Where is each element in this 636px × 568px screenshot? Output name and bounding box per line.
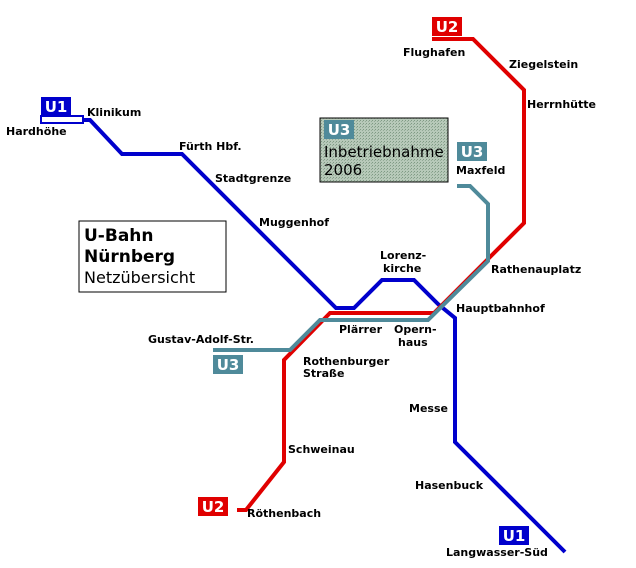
map-title-box: U-Bahn Nürnberg Netzübersicht	[78, 220, 227, 293]
u1-badge-bottom: U1	[499, 526, 529, 545]
title-line1: U-Bahn	[84, 226, 154, 246]
u2-line	[237, 37, 526, 512]
u2-badge-bottom: U2	[198, 497, 228, 516]
u3-badge-maxfeld: U3	[457, 142, 487, 161]
svg-text:U3: U3	[217, 356, 240, 374]
u2-badge-top: U2	[432, 17, 462, 36]
station-roethenbach: Röthenbach	[247, 507, 321, 520]
station-schweinau: Schweinau	[288, 443, 355, 456]
u1-line	[56, 118, 567, 554]
station-herrnhuette: Herrnhütte	[527, 98, 596, 111]
u1-badge-top: U1	[41, 97, 71, 116]
title-line3: Netzübersicht	[84, 268, 195, 287]
station-hardhoehe: Hardhöhe	[6, 125, 67, 138]
station-messe: Messe	[409, 402, 448, 415]
svg-text:U3: U3	[328, 121, 351, 139]
u1-terminus-marker	[40, 115, 84, 124]
station-hauptbahnhof: Hauptbahnhof	[456, 302, 545, 315]
station-opernhaus-1: Opern-	[394, 323, 437, 336]
svg-text:2006: 2006	[324, 161, 362, 179]
station-ziegelstein: Ziegelstein	[509, 58, 578, 71]
u3-opening-info-box: U3 Inbetriebnahme 2006	[319, 117, 449, 183]
title-line2: Nürnberg	[84, 247, 175, 267]
station-lorenzkirche-2: kirche	[383, 262, 421, 275]
svg-text:U2: U2	[202, 498, 225, 516]
station-flughafen: Flughafen	[403, 46, 465, 59]
station-maxfeld: Maxfeld	[456, 164, 505, 177]
station-langwasser-sued: Langwasser-Süd	[446, 546, 548, 559]
svg-text:U2: U2	[436, 18, 459, 36]
station-stadtgrenze: Stadtgrenze	[215, 172, 291, 185]
station-lorenzkirche-1: Lorenz-	[380, 249, 426, 262]
station-opernhaus-2: haus	[398, 336, 428, 349]
svg-text:U3: U3	[461, 143, 484, 161]
station-klinikum: Klinikum	[87, 106, 141, 119]
station-hasenbuck: Hasenbuck	[415, 479, 484, 492]
station-fuerth-hbf: Fürth Hbf.	[179, 140, 242, 153]
svg-text:Inbetriebnahme: Inbetriebnahme	[324, 143, 444, 161]
u3-line	[213, 184, 490, 352]
station-plaerrer: Plärrer	[339, 323, 383, 336]
station-rothenburger-1: Rothenburger	[303, 355, 390, 368]
u3-badge-left: U3	[213, 355, 243, 374]
station-rothenburger-2: Straße	[303, 367, 344, 380]
station-rathenauplatz: Rathenauplatz	[491, 263, 581, 276]
svg-text:U1: U1	[503, 527, 526, 545]
svg-text:U1: U1	[45, 98, 68, 116]
station-gustav-adolf-str: Gustav-Adolf-Str.	[148, 333, 254, 346]
station-muggenhof: Muggenhof	[259, 216, 329, 229]
